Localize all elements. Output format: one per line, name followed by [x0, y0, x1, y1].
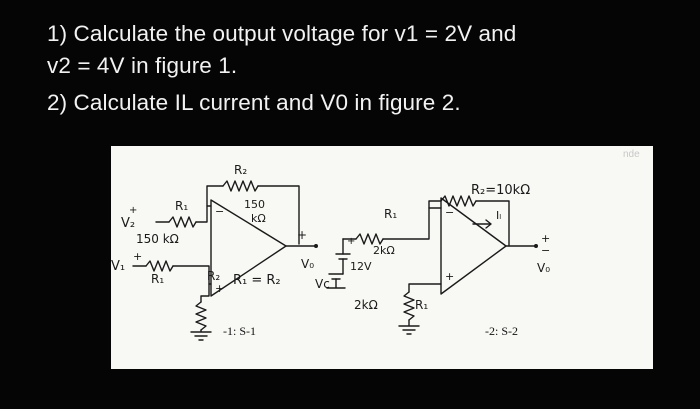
ground-symbol-2	[326, 278, 346, 289]
figure-2-caption: -2: S-2	[485, 324, 518, 338]
battery-12v	[335, 253, 351, 260]
vo-plus-sign-fig2: +	[541, 232, 550, 245]
ground-symbol-3	[398, 319, 420, 335]
circuit-diagrams: V₂ + R₁ 150 kΩ V₁ + R₁ R₂ 150 kΩ − + + V…	[111, 149, 640, 341]
r1-top-label-fig2: R₁	[384, 207, 397, 221]
v1-plus-sign: +	[133, 250, 142, 263]
v1-label: V₁	[111, 259, 125, 274]
r2-value-label-b: kΩ	[251, 212, 266, 225]
figure-1-caption: -1: S-1	[223, 324, 256, 338]
scan-corner-text: nde	[623, 149, 640, 160]
r2-ground-resistor	[195, 301, 207, 331]
opamp1-plus-sign: +	[215, 282, 224, 295]
r1-bottom-label-fig2: R₁	[415, 298, 428, 312]
r1-resistor-bottom	[145, 260, 174, 272]
r1-bottom-value-fig2: 2kΩ	[354, 298, 378, 312]
v2-plus-sign: +	[129, 205, 137, 216]
r2-value-label-a: 150	[244, 198, 265, 211]
r1-resistor-top-fig2	[355, 233, 384, 245]
r1-top-label: R₁	[175, 199, 188, 213]
battery-vc	[328, 273, 344, 280]
il-label: Iₗ	[496, 209, 501, 222]
r2-bottom-label: R₂	[207, 269, 220, 283]
source-voltage-label: 12V	[350, 260, 372, 273]
r2-feedback-resistor	[222, 180, 259, 192]
vo-label-2: V₀	[537, 261, 550, 275]
resistor-ratio-label: R₁ = R₂	[233, 273, 281, 288]
opamp1-minus-sign: −	[215, 205, 224, 218]
vo-minus-sign-fig2: −	[541, 244, 550, 257]
r1-bottom-label: R₁	[151, 272, 164, 286]
r2-feedback-resistor-fig2	[440, 195, 477, 207]
ground-symbol-1	[190, 329, 212, 341]
vo-label-1: V₀	[301, 257, 314, 271]
r1-value-label: 150 kΩ	[136, 232, 179, 246]
r1-resistor-bottom-fig2	[403, 291, 415, 321]
question-2: 2) Calculate IL current and V0 in figure…	[47, 90, 461, 115]
r2-value-label-fig2: R₂=10kΩ	[471, 183, 530, 198]
figure-2-circuit: R₂=10kΩ Iₗ R₁ 2kΩ 12V + Vc 2kΩ R₁ − + + …	[315, 183, 550, 338]
opamp2-minus-sign: −	[445, 206, 454, 219]
r1-top-value-fig2: 2kΩ	[373, 244, 395, 257]
vc-label: Vc	[315, 277, 330, 291]
r1-resistor-top	[168, 216, 197, 228]
circuit-figure-image: V₂ + R₁ 150 kΩ V₁ + R₁ R₂ 150 kΩ − + + V…	[111, 146, 653, 369]
figure-1-circuit: V₂ + R₁ 150 kΩ V₁ + R₁ R₂ 150 kΩ − + + V…	[111, 163, 318, 341]
op-amp-2	[440, 197, 507, 295]
op-amp-1	[210, 199, 287, 297]
question-1-line-1: 1) Calculate the output voltage for v1 =…	[47, 21, 517, 46]
source-plus-sign: +	[347, 236, 355, 247]
question-1-line-2: v2 = 4V in figure 1.	[47, 53, 238, 78]
v2-label: V₂	[121, 216, 135, 231]
opamp2-plus-sign: +	[445, 270, 454, 283]
r2-top-label: R₂	[234, 163, 247, 177]
vo-plus-sign: +	[297, 228, 307, 242]
